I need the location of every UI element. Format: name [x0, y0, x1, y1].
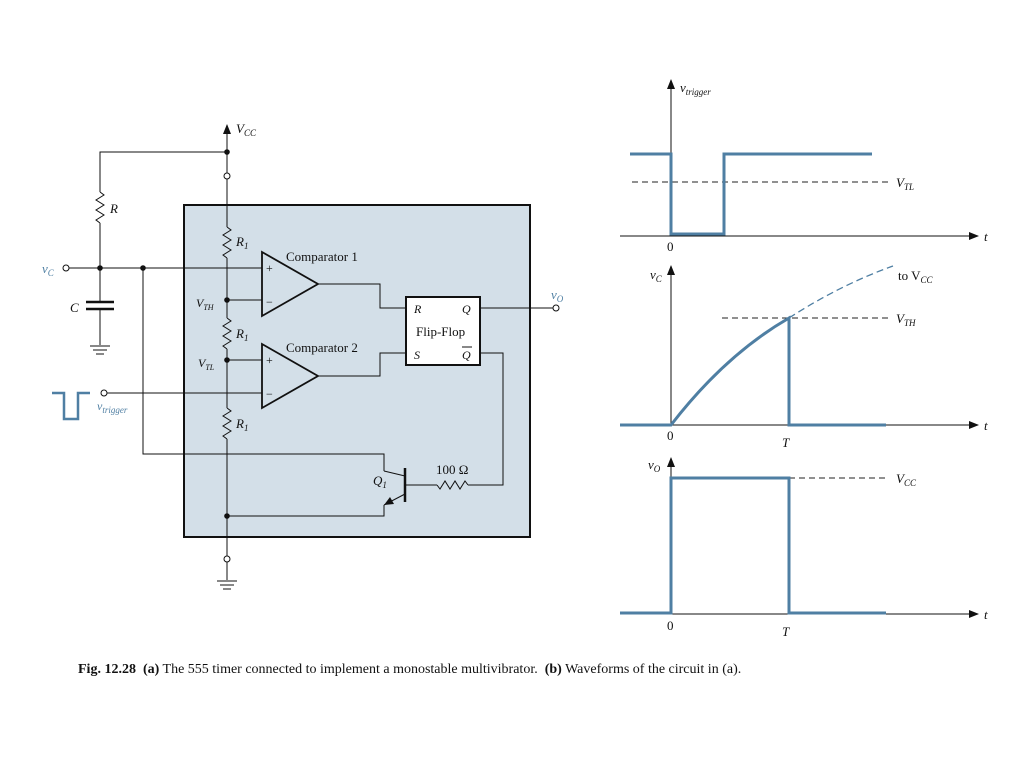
trigger-pin: [100, 389, 108, 397]
waveform-capacitor: vC VTH to VCC 0 T t: [620, 265, 988, 450]
out-xlabel: t: [984, 607, 988, 622]
cap-asymptote-label: to VCC: [898, 268, 934, 285]
comparator-1: [261, 250, 320, 318]
comparator-2: [261, 342, 320, 410]
vc-node: [97, 265, 103, 271]
resistor-r1-a: [222, 226, 232, 259]
vth-label: VTH: [196, 296, 215, 312]
vcc-label: VCC: [236, 121, 257, 138]
vo-pin: [552, 304, 560, 312]
comp2-plus: +: [266, 353, 273, 367]
comp1-label: Comparator 1: [286, 249, 358, 264]
out-ylabel: vO: [648, 457, 661, 474]
figure-caption: Fig. 12.28 (a) The 555 timer connected t…: [78, 662, 741, 678]
comp2-minus: −: [266, 387, 273, 401]
trigger-level-label: VTL: [896, 175, 914, 192]
vo-label: vO: [551, 287, 564, 304]
comp2-label: Comparator 2: [286, 340, 358, 355]
caption-part-b: (b): [544, 662, 562, 677]
cap-ylabel: vC: [650, 267, 663, 284]
resistor-r1-b: [222, 317, 232, 350]
caption-fig-number: Fig. 12.28: [78, 662, 136, 677]
res100-label: 100 Ω: [436, 462, 468, 477]
resistor-100: [436, 480, 469, 490]
ff-s-label: S: [414, 348, 420, 362]
flip-flop: [405, 296, 481, 366]
vtrig-label: vtrigger: [97, 399, 128, 415]
resistor-r1-c: [222, 407, 232, 440]
waveform-trigger: vtrigger VTL 0 t: [620, 79, 988, 254]
c-label: C: [70, 300, 79, 315]
wire-comp2-s: [318, 352, 406, 377]
r-label: R: [109, 201, 118, 216]
transistor-q1-collector: [383, 470, 406, 477]
trigger-xlabel: t: [984, 229, 988, 244]
out-wave: [620, 476, 886, 615]
vc-pin: [62, 264, 70, 272]
vtl-label: VTL: [198, 356, 215, 372]
caption-text-b: Waveforms of the circuit in (a).: [565, 662, 742, 677]
out-level-label: VCC: [896, 471, 917, 488]
trigger-wave: [630, 152, 872, 236]
out-origin: 0: [667, 618, 674, 633]
trigger-pulse-icon: [52, 391, 90, 421]
cap-origin: 0: [667, 428, 674, 443]
cap-t-mark: T: [782, 435, 790, 450]
ff-q-label: Q: [462, 302, 471, 316]
ground-icon-2: [217, 580, 237, 590]
circuit-diagram: VCC R C vC R1 VTH R1: [42, 121, 564, 590]
ground-icon: [90, 345, 110, 355]
q1-label: Q1: [373, 473, 387, 490]
comp1-minus: −: [266, 295, 273, 309]
waveform-output: vO VCC 0 T t: [620, 457, 988, 639]
r1b-label: R1: [235, 326, 248, 343]
cap-level-label: VTH: [896, 311, 916, 328]
caption-text-a: The 555 timer connected to implement a m…: [162, 662, 538, 677]
r1c-label: R1: [235, 416, 248, 433]
ff-qbar-label: Q: [462, 348, 471, 362]
trigger-origin: 0: [667, 239, 674, 254]
cap-wave: [620, 315, 886, 427]
wire-qbar: [468, 352, 504, 486]
wire-r-top: [99, 151, 227, 192]
wire-comp1-r: [318, 283, 406, 309]
ic-555-box: [183, 204, 531, 538]
vcc-pin: [223, 172, 231, 180]
wire-discharge: [142, 268, 385, 471]
cap-asymptote-curve: [788, 265, 894, 319]
resistor-r: [95, 191, 105, 224]
emitter-arrow-icon: [384, 497, 394, 505]
r1a-label: R1: [235, 234, 248, 251]
trigger-ylabel: vtrigger: [680, 80, 711, 97]
ff-title: Flip-Flop: [416, 324, 465, 339]
vc-label: vC: [42, 261, 55, 278]
gnd-pin: [223, 555, 231, 563]
caption-part-a: (a): [142, 662, 160, 677]
ff-r-label: R: [413, 302, 422, 316]
comp1-plus: +: [266, 261, 273, 275]
cap-xlabel: t: [984, 418, 988, 433]
wire-emitter: [227, 505, 385, 517]
out-t-mark: T: [782, 624, 790, 639]
